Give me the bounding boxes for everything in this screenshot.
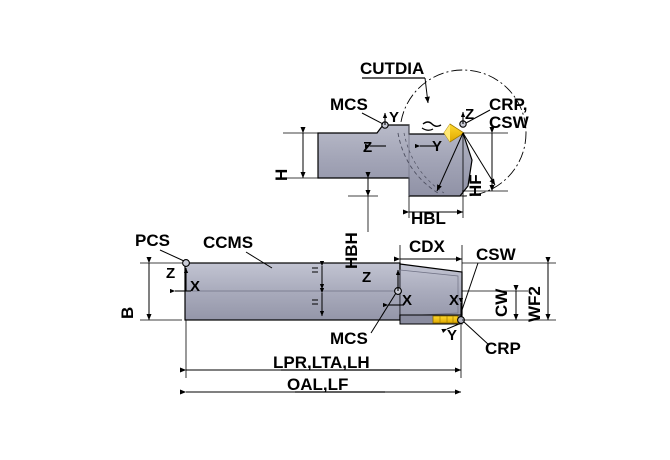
label-hbh: HBH [342, 232, 361, 269]
mcs-leader-top [361, 112, 384, 125]
bottom-view-geometry [140, 245, 556, 395]
label-axis-x-bottom-2: X [402, 292, 413, 309]
label-csw-bottom: CSW [476, 245, 516, 264]
head-plan-inner [399, 269, 459, 317]
label-cutdia: CUTDIA [360, 59, 425, 78]
cutdia-leader [424, 77, 430, 104]
label-pcs: PCS [135, 231, 170, 250]
crp-leader-bottom [463, 321, 490, 346]
label-axis-y-top-1: Y [389, 109, 400, 126]
label-axis-z-top-2: Z [465, 106, 475, 123]
label-axis-y-bottom: Y [447, 327, 458, 344]
crp-leader-top [465, 109, 491, 124]
label-crp-top: CRP, [489, 95, 528, 114]
label-wf2: WF2 [525, 286, 544, 322]
label-hf: HF [466, 174, 485, 197]
label-mcs-top: MCS [330, 95, 368, 114]
label-axis-z-bottom-1: Z [166, 265, 176, 282]
crp-axis-y-bottom [441, 323, 460, 334]
clamp-squiggle-2 [421, 127, 434, 131]
mcs-leader-bottom [370, 292, 397, 334]
ccms-leader [245, 251, 273, 269]
insert-plan-view [432, 315, 459, 324]
label-mcs-bottom: MCS [330, 329, 368, 348]
label-hbl: HBL [411, 209, 446, 228]
top-view-geometry [283, 69, 527, 232]
csw-leader-bottom [461, 262, 479, 311]
clamp-squiggle [422, 121, 442, 127]
label-crp-bottom: CRP [485, 339, 521, 358]
label-axis-x-bottom-1: X [190, 278, 201, 295]
label-lpr-lta-lh: LPR,LTA,LH [273, 353, 370, 372]
pcs-leader [159, 249, 185, 262]
label-axis-z-top-1: Z [363, 139, 373, 156]
label-csw-top: CSW [489, 113, 529, 132]
label-ccms: CCMS [203, 233, 254, 252]
label-cw: CW [492, 288, 511, 317]
cutdia-radius-line [436, 132, 464, 192]
shank-plan [184, 262, 401, 321]
label-h: H [272, 168, 291, 181]
label-axis-x-bottom-3: X [449, 292, 460, 309]
pcs-point [182, 259, 190, 267]
head-inner-arc [397, 132, 439, 194]
label-cdx: CDX [409, 237, 445, 256]
insert-highlight [444, 124, 450, 142]
label-axis-z-bottom-2: Z [362, 269, 372, 286]
label-oal-lf: OAL,LF [287, 375, 349, 394]
label-b: B [118, 306, 137, 319]
label-axis-y-top-2: Y [432, 138, 443, 155]
